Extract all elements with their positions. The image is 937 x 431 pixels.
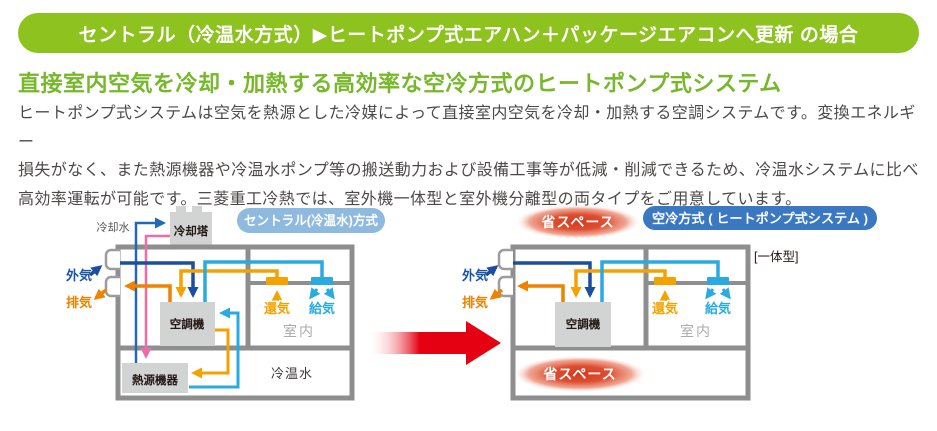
right-building-outline (510, 244, 751, 401)
space-saving-label: 省スペース (542, 366, 616, 382)
supply-air-label: 給気 (309, 301, 335, 316)
unit-type-label: [一体型] (754, 250, 798, 264)
outside-air-duct (513, 261, 596, 298)
exhaust-air-duct (517, 280, 565, 302)
heat-pump-badge: 空冷方式 ( ヒートポンプ式システム ) (643, 206, 877, 230)
supply-air-label: 給気 (705, 301, 731, 316)
indoor-label: 室内 (680, 323, 712, 339)
header-banner-label: セントラル（冷温水方式）▶ヒートポンプ式エアハン＋パッケージエアコンへ更新 の場… (78, 24, 859, 46)
supply-air-diffuser (707, 277, 729, 285)
heat-pump-badge-label: 空冷方式 ( ヒートポンプ式システム ) (652, 211, 868, 226)
chilled-hot-water-label: 冷温水 (271, 366, 313, 381)
cooling-water-supply-pipe (134, 217, 166, 363)
exhaust-air-duct (124, 280, 172, 302)
intro-line-2: 損失がなく、また熱源機器や冷温水ポンプ等の搬送動力および設備工事等が低減・削減で… (18, 162, 919, 179)
return-air-duct (175, 269, 279, 298)
supply-air-arrow-icon (323, 287, 335, 300)
space-saving-highlight-top: 省スペース (516, 205, 640, 239)
outside-air-label: 外気 (461, 268, 488, 283)
outside-air-label: 外気 (65, 268, 92, 283)
supply-air-duct (600, 260, 720, 302)
hvac-comparison-diagram: 冷却水 冷却塔 外気 排気 空調機 熱源機器 還気 給気 室内 冷温水 セントラ… (65, 205, 877, 401)
outside-air-arrow-icon (88, 265, 103, 277)
right-intake-vent (497, 248, 513, 271)
exhaust-air-arrow-icon (93, 288, 108, 300)
heat-source-label: 熱源機器 (132, 373, 178, 387)
ahu-box (160, 302, 215, 346)
left-exhaust-vent (104, 275, 120, 298)
supply-air-arrow-icon (719, 287, 731, 300)
cooling-water-return-pipe (140, 234, 170, 359)
cooling-water-label: 冷却水 (97, 221, 130, 234)
header-banner: セントラル（冷温水方式）▶ヒートポンプ式エアハン＋パッケージエアコンへ更新 の場… (18, 13, 919, 53)
left-intake-vent (104, 248, 120, 271)
right-exhaust-vent (497, 275, 513, 298)
return-air-duct (570, 269, 667, 298)
return-air-label: 還気 (264, 301, 290, 316)
chilled-water-pipe (189, 307, 240, 389)
supply-air-arrow-icon (705, 287, 717, 300)
central-system-badge-bg (237, 208, 385, 233)
ahu-label: 空調機 (566, 317, 601, 331)
supply-air-duct (203, 260, 324, 302)
return-air-diffuser (266, 277, 288, 285)
intro-line-1: ヒートポンプ式システムは空気を熱源とした冷媒によって直接室内空気を冷却・加熱する… (18, 105, 916, 151)
outside-air-arrow-icon (484, 265, 499, 277)
heat-pump-badge-bg (643, 206, 877, 230)
central-system-badge-label: セントラル(冷温水)方式 (244, 213, 378, 228)
space-saving-highlight-bottom: 省スペース (514, 356, 646, 392)
heat-source-box (122, 363, 188, 393)
supply-air-diffuser (311, 277, 333, 285)
indoor-label: 室内 (283, 323, 315, 339)
cooling-tower-body (170, 212, 212, 249)
diagram-central-system: 冷却水 冷却塔 外気 排気 空調機 熱源機器 還気 給気 室内 冷温水 セントラ… (65, 206, 385, 401)
return-air-label: 還気 (652, 301, 678, 316)
exhaust-air-arrow-icon (489, 288, 504, 300)
cooling-tower (170, 206, 212, 249)
ahu-label: 空調機 (170, 317, 205, 331)
space-saving-glow (514, 356, 646, 392)
space-saving-glow (516, 205, 640, 239)
cooling-tower-cap (192, 206, 202, 215)
diagram-heat-pump-system: 省スペース 省スペース 外気 排気 空調機 還気 給気 室内 [一体型] 空冷方… (461, 205, 877, 401)
space-saving-label: 省スペース (540, 214, 614, 230)
outside-air-duct (120, 261, 199, 298)
exhaust-air-label: 排気 (66, 295, 92, 310)
hot-water-pipe (191, 328, 230, 379)
left-building-outline (115, 244, 355, 401)
update-transition-arrow-icon (368, 321, 501, 365)
intro-paragraph: ヒートポンプ式システムは空気を熱源とした冷媒によって直接室内空気を冷却・加熱する… (18, 100, 923, 214)
ahu-box (555, 302, 611, 347)
central-system-badge: セントラル(冷温水)方式 (237, 208, 385, 233)
page-title: 直接室内空気を冷却・加熱する高効率な空冷方式のヒートポンプ式システム (18, 71, 782, 96)
supply-air-arrow-icon (309, 287, 321, 300)
cooling-tower-cap (176, 206, 186, 215)
return-air-diffuser (654, 277, 676, 285)
cooling-tower-label: 冷却塔 (174, 224, 209, 238)
intro-line-3: 高効率運転が可能です。三菱重工冷熱では、室外機一体型と室外機分離型の両タイプをご… (18, 190, 802, 208)
exhaust-air-label: 排気 (462, 295, 488, 310)
